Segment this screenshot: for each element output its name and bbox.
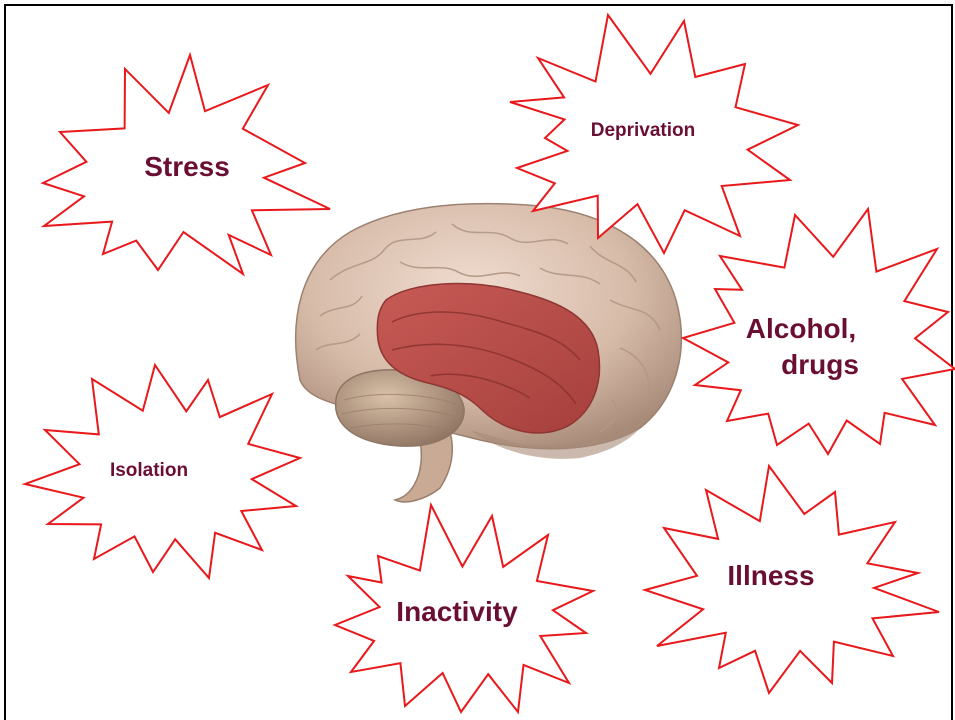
burst-label-deprivation: Deprivation — [591, 120, 696, 141]
burst-isolation: Isolation — [25, 365, 300, 578]
burst-alcohol-drugs: Alcohol, drugs — [683, 209, 955, 454]
burst-label-inactivity: Inactivity — [396, 596, 518, 627]
brain-image — [296, 204, 682, 502]
burst-label-stress: Stress — [144, 151, 230, 182]
burst-stress: Stress — [43, 55, 330, 274]
burst-inactivity: Inactivity — [335, 505, 593, 712]
burst-label-illness: Illness — [727, 560, 814, 591]
burst-illness: Illness — [645, 466, 939, 693]
burst-label-alcohol: Alcohol, — [746, 313, 856, 344]
burst-label-drugs: drugs — [781, 349, 859, 380]
burst-label-isolation: Isolation — [110, 460, 188, 481]
